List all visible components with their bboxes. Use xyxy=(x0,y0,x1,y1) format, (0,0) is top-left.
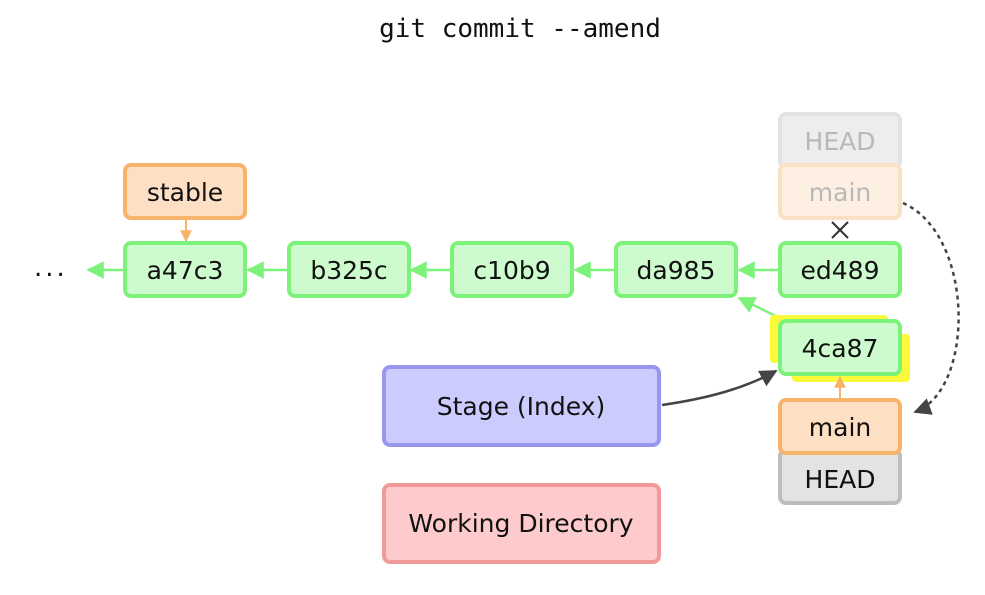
commit-a47c3: a47c3 xyxy=(123,241,247,298)
commit-b325c: b325c xyxy=(287,241,411,298)
history-ellipsis: ... xyxy=(34,253,68,283)
old-main-branch: main xyxy=(778,163,902,220)
commit-c10b9-label: c10b9 xyxy=(473,256,550,285)
working-directory-label: Working Directory xyxy=(408,509,633,538)
commit-ed489-label: ed489 xyxy=(801,256,880,285)
removed-ref-cross-icon xyxy=(831,221,849,239)
commit-da985-label: da985 xyxy=(637,256,716,285)
branch-stable-label: stable xyxy=(147,178,223,207)
new-main-branch: main xyxy=(778,398,902,455)
commit-b325c-label: b325c xyxy=(310,256,387,285)
commit-4ca87: 4ca87 xyxy=(778,319,902,376)
old-head: HEAD xyxy=(778,112,902,169)
new-main-label: main xyxy=(809,413,871,442)
new-head: HEAD xyxy=(778,448,902,505)
commit-4ca87-label: 4ca87 xyxy=(802,334,879,363)
branch-stable: stable xyxy=(123,163,247,220)
commit-da985: da985 xyxy=(614,241,738,298)
new-head-label: HEAD xyxy=(805,465,876,494)
working-directory-area: Working Directory xyxy=(382,483,661,564)
commit-c10b9: c10b9 xyxy=(450,241,574,298)
stage-index-area: Stage (Index) xyxy=(382,365,661,447)
command-title: git commit --amend xyxy=(379,14,661,44)
old-head-label: HEAD xyxy=(805,127,876,156)
stage-to-commit-arrow xyxy=(661,369,778,407)
old-main-label: main xyxy=(809,178,871,207)
ref-move-arrow xyxy=(902,201,960,415)
commit-ed489: ed489 xyxy=(778,241,902,298)
commit-a47c3-label: a47c3 xyxy=(147,256,224,285)
stage-label: Stage (Index) xyxy=(437,392,606,421)
